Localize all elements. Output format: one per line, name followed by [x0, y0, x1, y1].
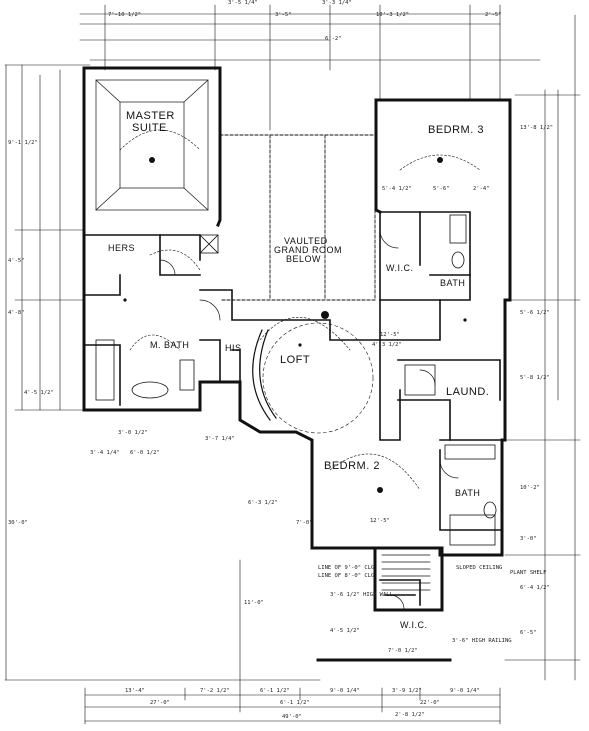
dim-top: 3'-5" [275, 12, 292, 18]
dim-right: 10'-2" [520, 485, 540, 491]
dim-bottom: 7'-2 1/2" [200, 688, 230, 694]
dim-top: 2'-5" [485, 12, 502, 18]
dim-right: 5'-8 1/2" [520, 375, 550, 381]
room-hers-label: HERS [108, 243, 136, 253]
dim-top: 10'-3 1/2" [376, 12, 410, 18]
dim-top: 7'-10 1/2" [108, 12, 142, 18]
room-bath-right-label: BATH [455, 488, 481, 498]
dim-left: 9'-1 1/2" [8, 140, 38, 146]
note: 3'-6 1/2" HIGH WALL [330, 592, 393, 598]
dim-interior: 4'-5 1/2" [330, 628, 360, 634]
dim-left: 4'-8" [8, 310, 25, 316]
room-laundry-label: LAUND. [446, 386, 490, 398]
dim-interior: 7'-0 1/2" [388, 648, 418, 654]
dim-bottom-total: 49'-0" [282, 714, 302, 720]
dim-left: 4'-5" [8, 258, 25, 264]
dim-top: 3'-5 1/4" [228, 0, 258, 6]
note: PLANT SHELF [510, 570, 547, 576]
note: LINE OF 9'-0" CLG. [318, 565, 378, 571]
dim-left: 4'-5 1/2" [24, 390, 54, 396]
room-vaulted-label-line2: GRAND ROOM [274, 245, 342, 255]
dim-interior: 5'-4 1/2" [382, 186, 412, 192]
room-wic-top-label: W.I.C. [386, 263, 414, 273]
dim-bottom: 27'-0" [150, 700, 170, 706]
dim-top: 6'-2" [325, 36, 342, 42]
dim-interior: 5'-6" [433, 186, 450, 192]
dim-bottom: 9'-0 1/4" [450, 688, 480, 694]
dim-bottom: 13'-4" [125, 688, 145, 694]
dim-interior: 6'-3 1/2" [248, 500, 278, 506]
dim-right: 6'-4 1/2" [520, 585, 550, 591]
room-master-label-line1: MASTER [126, 110, 175, 122]
room-vaulted-label-line1: VAULTED [284, 236, 328, 246]
dim-right: 13'-8 1/2" [520, 125, 554, 131]
dim-bottom-center: 2'-8 1/2" [395, 712, 425, 718]
dim-interior: 3'-4 1/4" [90, 450, 120, 456]
room-bedroom3-label: BEDRM. 3 [428, 124, 484, 136]
dim-bottom: 3'-9 1/2" [392, 688, 422, 694]
dim-right: 6'-5" [520, 630, 537, 636]
room-his-label: HIS [225, 343, 242, 353]
dim-interior: 12'-5" [380, 332, 400, 338]
dim-interior: 4'-3 1/2" [372, 342, 402, 348]
note: 3'-6" HIGH RAILING [452, 638, 512, 644]
room-loft-label: LOFT [280, 354, 311, 366]
dim-interior: 12'-5" [370, 518, 390, 524]
dim-interior: 6'-0 1/2" [130, 450, 160, 456]
room-bath-top-label: BATH [440, 278, 466, 288]
dim-bottom: 6'-1 1/2" [280, 700, 310, 706]
dim-interior: 11'-0" [244, 600, 264, 606]
room-mbath-label: M. BATH [150, 340, 190, 350]
dim-interior: 2'-4" [473, 186, 490, 192]
room-bedroom2-label: BEDRM. 2 [324, 460, 380, 472]
room-vaulted-label-line3: BELOW [286, 254, 322, 264]
dim-interior: 3'-0 1/2" [118, 430, 148, 436]
dim-interior: 3'-7 1/4" [205, 436, 235, 442]
dim-right: 5'-6 1/2" [520, 310, 550, 316]
note: LINE OF 8'-0" CLG. [318, 573, 378, 579]
room-wic-bottom-label: W.I.C. [400, 620, 428, 630]
dim-bottom: 9'-0 1/4" [330, 688, 360, 694]
dim-bottom: 6'-1 1/2" [260, 688, 290, 694]
dim-top: 3'-3 1/4" [322, 0, 352, 6]
note: SLOPED CEILING [456, 565, 503, 571]
dim-left: 30'-0" [8, 520, 28, 526]
dim-interior: 7'-0" [296, 520, 313, 526]
room-master-label-line2: SUITE [132, 122, 167, 134]
dim-bottom: 22'-0" [420, 700, 440, 706]
dim-right: 3'-0" [520, 536, 537, 542]
